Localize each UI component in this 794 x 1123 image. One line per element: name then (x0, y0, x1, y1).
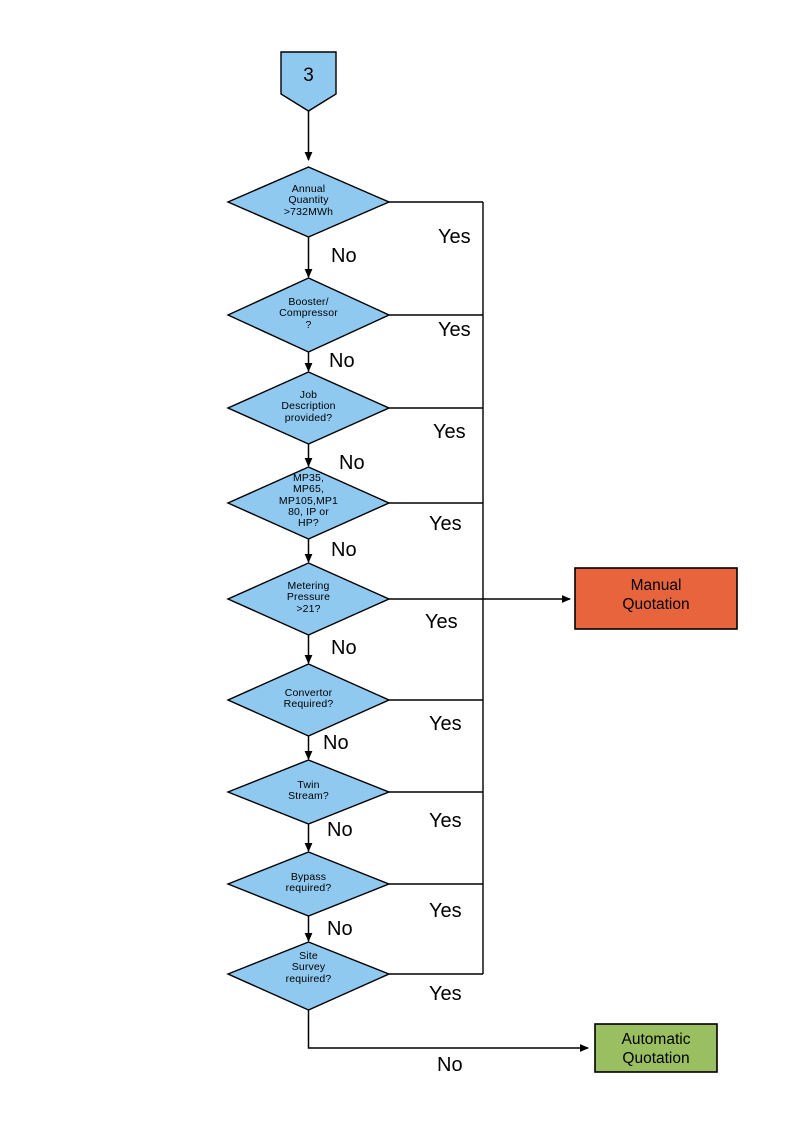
decision-site-survey-shape (226, 941, 391, 1011)
decision-metering-pressure-shape (226, 562, 391, 636)
connector-3-shape (280, 51, 337, 112)
decision-twin-stream-shape (226, 759, 391, 825)
decision-job-description-shape (226, 371, 391, 445)
outcome-automatic-quotation-shape (594, 1023, 718, 1073)
decision-booster-compressor-shape (226, 277, 391, 353)
decision-bypass-required-shape (226, 851, 391, 917)
outcome-manual-quotation-shape (574, 567, 738, 630)
decision-convertor-required-shape (226, 663, 391, 737)
decision-annual-quantity-shape (226, 166, 391, 238)
decision-mp-ip-hp-shape (226, 466, 391, 540)
edge-no-site-survey-to-automatic (307, 1010, 589, 1052)
